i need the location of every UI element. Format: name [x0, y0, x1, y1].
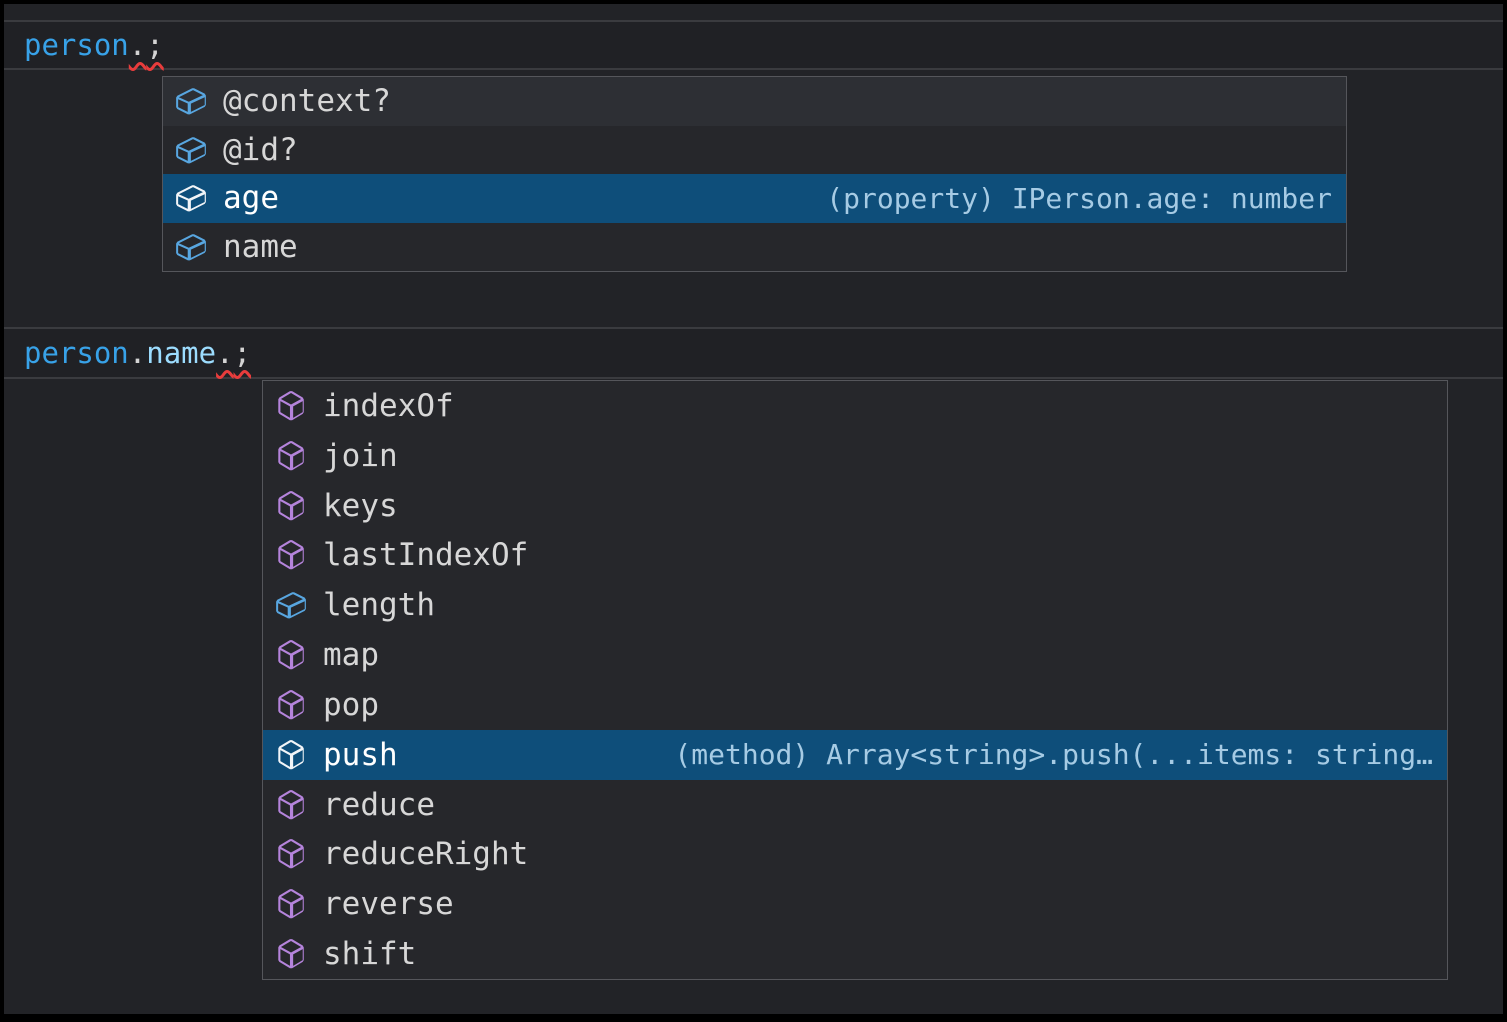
suggestion-detail: (property) IPerson.age: number	[826, 181, 1332, 215]
field-icon	[173, 229, 209, 265]
suggestion-label: reverse	[323, 886, 454, 923]
suggest-widget-methods: indexOf join keys lastIndexOf	[262, 380, 1448, 980]
code-token: name	[146, 336, 217, 370]
suggestion-item[interactable]: shift	[263, 929, 1447, 979]
code-token: person	[24, 28, 129, 62]
field-icon	[173, 132, 209, 168]
suggestion-label: lastIndexOf	[323, 537, 529, 574]
field-icon	[273, 587, 309, 623]
suggestion-item[interactable]: lastIndexOf	[263, 530, 1447, 580]
method-icon	[273, 488, 309, 524]
field-icon	[173, 180, 209, 216]
method-icon	[273, 438, 309, 474]
code-token: ;	[233, 336, 252, 370]
suggestion-label: @context?	[223, 83, 391, 120]
suggestion-item[interactable]: name	[163, 223, 1346, 272]
suggestion-item[interactable]: age (property) IPerson.age: number	[163, 174, 1346, 223]
suggestion-label: indexOf	[323, 387, 454, 424]
code-editor[interactable]: person.; @context? @id? age (property	[4, 4, 1503, 1014]
suggestion-item[interactable]: map	[263, 630, 1447, 680]
suggestion-label: join	[323, 437, 398, 474]
method-icon	[273, 687, 309, 723]
suggestion-item[interactable]: join	[263, 431, 1447, 481]
suggestion-label: push	[323, 736, 398, 773]
suggestion-label: pop	[323, 686, 379, 723]
method-icon	[273, 537, 309, 573]
suggestion-label: shift	[323, 936, 417, 973]
code-token: .	[216, 336, 234, 370]
method-icon	[273, 388, 309, 424]
suggestion-label: keys	[323, 487, 398, 524]
code-line-person-name[interactable]: person.name.;	[24, 329, 251, 377]
suggestion-label: map	[323, 637, 379, 674]
suggestion-label: age	[223, 180, 279, 217]
current-line-highlight: person.name.;	[4, 327, 1503, 379]
current-line-highlight: person.;	[4, 20, 1503, 70]
suggestion-item[interactable]: reduceRight	[263, 829, 1447, 879]
code-token: person	[24, 336, 129, 370]
method-icon	[273, 886, 309, 922]
code-token: .	[128, 28, 147, 62]
suggestion-item[interactable]: keys	[263, 481, 1447, 531]
suggestion-label: reduceRight	[323, 836, 529, 873]
method-icon	[273, 836, 309, 872]
suggestion-item[interactable]: reverse	[263, 879, 1447, 929]
method-icon	[273, 936, 309, 972]
field-icon	[173, 83, 209, 119]
suggestion-detail: (method) Array<string>.push(...items: st…	[674, 738, 1433, 772]
suggestion-item[interactable]: length	[263, 580, 1447, 630]
code-token: ;	[146, 28, 164, 62]
suggestion-item[interactable]: push (method) Array<string>.push(...item…	[263, 729, 1447, 780]
suggestion-item[interactable]: reduce	[263, 780, 1447, 830]
suggestion-item[interactable]: @context?	[163, 77, 1346, 126]
code-line-person[interactable]: person.;	[24, 22, 164, 68]
suggestion-label: reduce	[323, 786, 435, 823]
method-icon	[273, 787, 309, 823]
suggestion-item[interactable]: @id?	[163, 126, 1346, 175]
suggestion-label: @id?	[223, 131, 298, 168]
method-icon	[273, 737, 309, 773]
suggestion-label: name	[223, 228, 298, 265]
code-token: .	[128, 336, 147, 370]
suggest-widget-fields: @context? @id? age (property) IPerson.ag…	[162, 76, 1347, 272]
suggestion-label: length	[323, 587, 435, 624]
suggestion-item[interactable]: pop	[263, 680, 1447, 730]
method-icon	[273, 637, 309, 673]
suggestion-item[interactable]: indexOf	[263, 381, 1447, 431]
